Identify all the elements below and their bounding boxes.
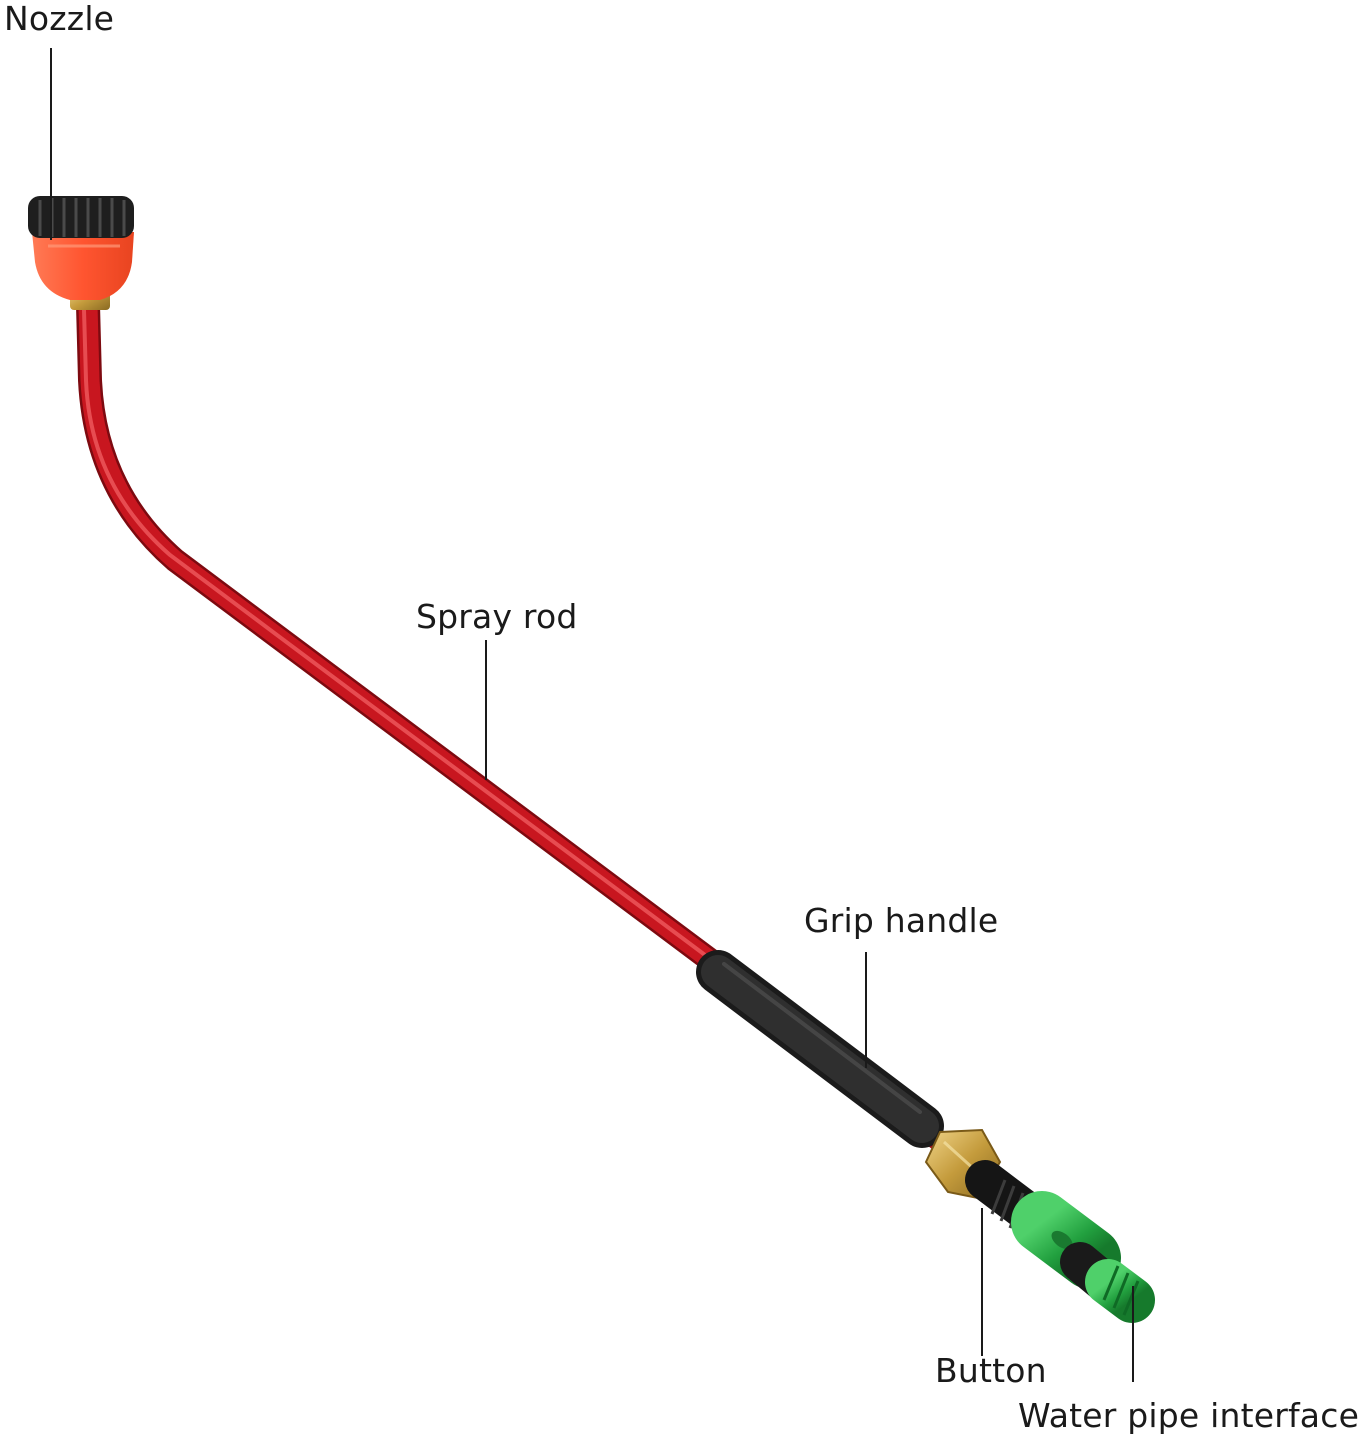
leader-lines bbox=[50, 48, 1134, 1382]
label-spray-rod: Spray rod bbox=[416, 597, 578, 636]
label-water-pipe-interface: Water pipe interface bbox=[1018, 1396, 1360, 1435]
label-nozzle: Nozzle bbox=[4, 0, 115, 38]
nozzle bbox=[28, 196, 134, 310]
water-pipe-connector bbox=[1011, 1191, 1155, 1323]
label-grip-handle: Grip handle bbox=[804, 901, 999, 940]
label-button: Button bbox=[935, 1351, 1047, 1390]
grip-handle bbox=[696, 950, 944, 1148]
